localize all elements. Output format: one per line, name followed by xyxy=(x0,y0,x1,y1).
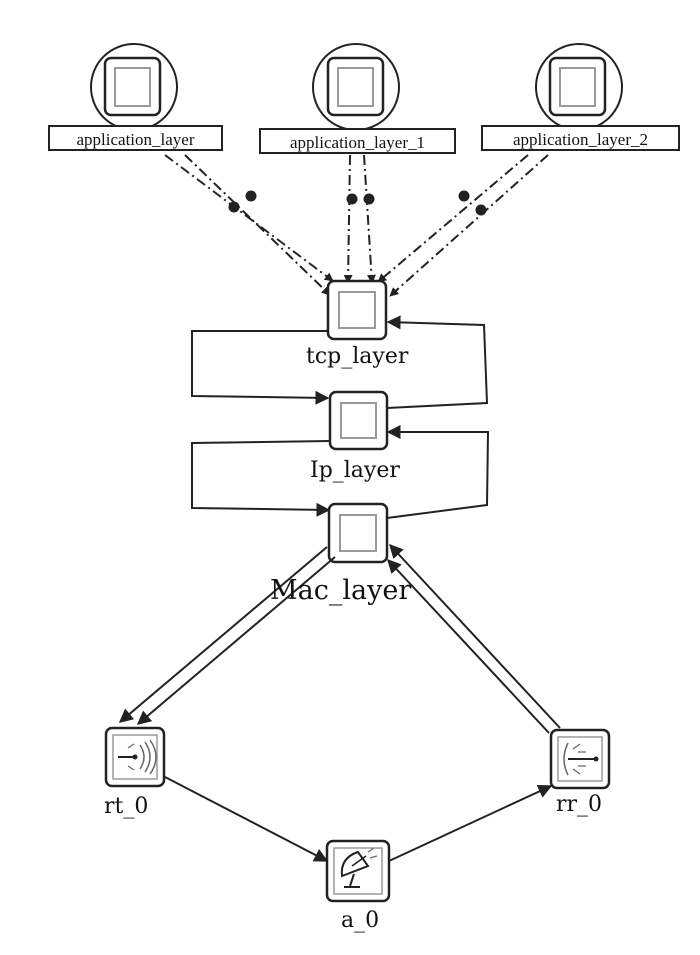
app-node-0[interactable] xyxy=(90,43,178,131)
mac-layer-node[interactable] xyxy=(327,502,389,564)
app-node-1[interactable] xyxy=(312,43,400,131)
receiver-icon[interactable] xyxy=(549,728,611,790)
ip-layer-node[interactable] xyxy=(328,390,389,451)
stack-links xyxy=(191,315,490,519)
app-label-1: application_layer_1 xyxy=(259,128,456,154)
app-node-2[interactable] xyxy=(535,43,623,131)
link-dots xyxy=(228,190,487,216)
rr-label: rr_0 xyxy=(556,792,603,817)
tcp-layer-label: tcp_layer xyxy=(306,344,409,369)
tcp-layer-node[interactable] xyxy=(326,279,388,341)
antenna-icon[interactable] xyxy=(325,839,391,903)
ip-layer-label: Ip_layer xyxy=(310,458,400,483)
app-label-0: application_layer xyxy=(48,125,223,151)
mac-layer-label: Mac_layer xyxy=(270,575,412,606)
a-label: a_0 xyxy=(341,908,380,933)
rt-label: rt_0 xyxy=(104,794,149,819)
app-to-tcp-links xyxy=(164,154,549,297)
radio-links xyxy=(118,543,561,862)
app-label-2: application_layer_2 xyxy=(481,125,680,151)
transmitter-icon[interactable] xyxy=(104,726,166,788)
